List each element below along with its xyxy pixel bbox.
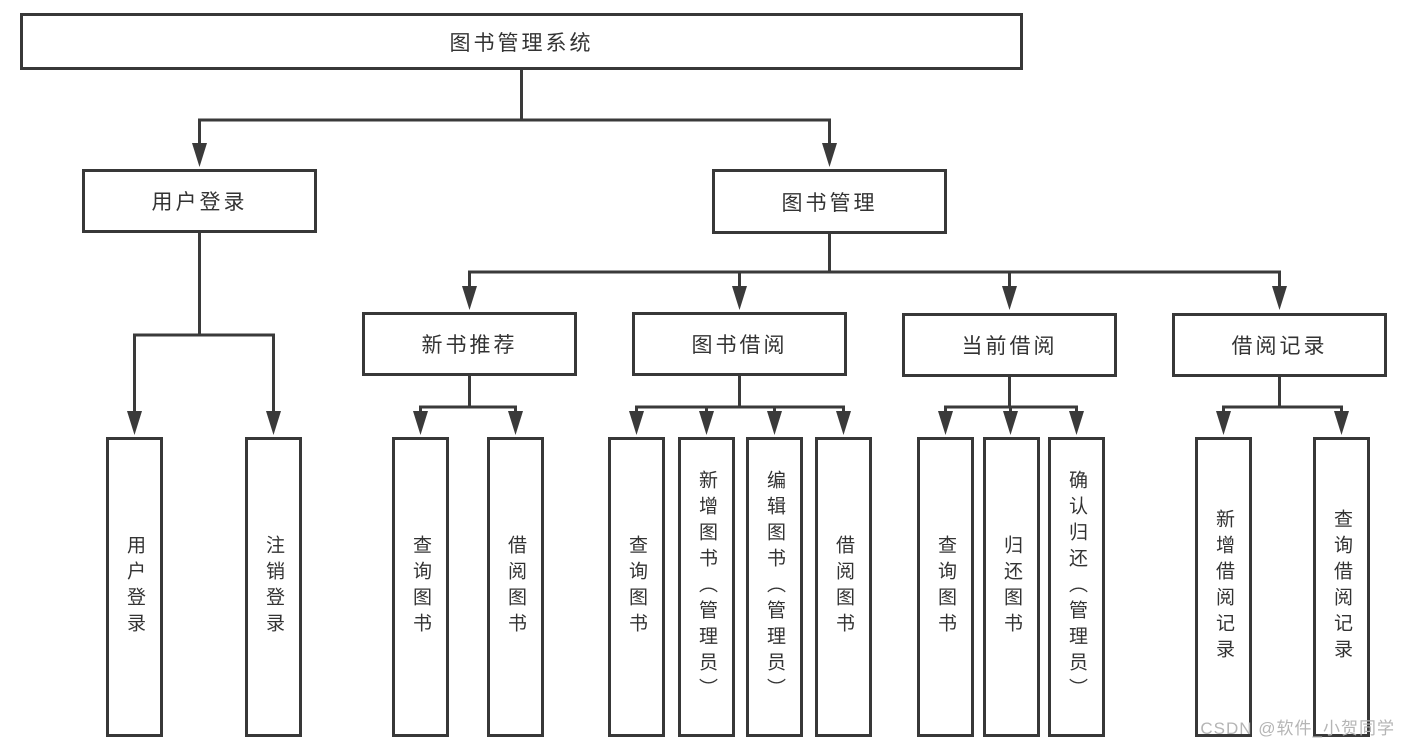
node-root-label: 图书管理系统	[449, 31, 594, 55]
node-current-borrow: 当前借阅	[902, 313, 1117, 377]
node-book-management: 图书管理	[712, 169, 947, 234]
node-current-borrow-label: 当前借阅	[961, 335, 1058, 358]
node-user-login-label: 用户登录	[151, 191, 248, 214]
node-book-borrow-label: 图书借阅	[691, 334, 788, 357]
node-user-login: 用户登录	[82, 169, 317, 233]
node-leaf-edit-book-admin: 编辑图书（管理员）	[746, 437, 803, 737]
watermark: CSDN @软件_小贺同学	[1200, 719, 1395, 738]
node-leaf-query-books-2-label: 查询图书	[626, 535, 647, 639]
node-leaf-add-book-admin: 新增图书（管理员）	[678, 437, 735, 737]
node-book-management-label: 图书管理	[781, 191, 878, 215]
node-leaf-user-login-label: 用户登录	[124, 535, 145, 639]
node-leaf-borrow-books-1-label: 借阅图书	[505, 535, 526, 639]
node-leaf-user-login: 用户登录	[106, 437, 163, 737]
node-leaf-query-books-2: 查询图书	[608, 437, 665, 737]
node-leaf-query-books-1-label: 查询图书	[410, 535, 431, 639]
node-leaf-query-books-3: 查询图书	[917, 437, 974, 737]
node-leaf-query-books-3-label: 查询图书	[935, 535, 956, 639]
node-leaf-add-borrow-record: 新增借阅记录	[1195, 437, 1252, 737]
node-leaf-add-book-admin-label: 新增图书（管理员）	[696, 470, 717, 704]
node-leaf-return-books: 归还图书	[983, 437, 1040, 737]
node-leaf-borrow-books-2-label: 借阅图书	[833, 535, 854, 639]
node-new-book-recommend-label: 新书推荐	[421, 334, 518, 357]
node-borrow-records: 借阅记录	[1172, 313, 1387, 377]
node-leaf-borrow-books-2: 借阅图书	[815, 437, 872, 737]
node-leaf-confirm-return-admin: 确认归还（管理员）	[1048, 437, 1105, 737]
node-leaf-edit-book-admin-label: 编辑图书（管理员）	[764, 470, 785, 704]
node-leaf-confirm-return-admin-label: 确认归还（管理员）	[1066, 470, 1087, 704]
node-leaf-query-borrow-record: 查询借阅记录	[1313, 437, 1370, 737]
node-leaf-add-borrow-record-label: 新增借阅记录	[1213, 509, 1234, 665]
node-leaf-logout: 注销登录	[245, 437, 302, 737]
node-root: 图书管理系统	[20, 13, 1023, 70]
node-leaf-return-books-label: 归还图书	[1001, 535, 1022, 639]
node-new-book-recommend: 新书推荐	[362, 312, 577, 376]
node-borrow-records-label: 借阅记录	[1231, 335, 1328, 358]
node-leaf-query-books-1: 查询图书	[392, 437, 449, 737]
node-leaf-logout-label: 注销登录	[263, 535, 284, 639]
node-leaf-borrow-books-1: 借阅图书	[487, 437, 544, 737]
node-leaf-query-borrow-record-label: 查询借阅记录	[1331, 509, 1352, 665]
node-book-borrow: 图书借阅	[632, 312, 847, 376]
